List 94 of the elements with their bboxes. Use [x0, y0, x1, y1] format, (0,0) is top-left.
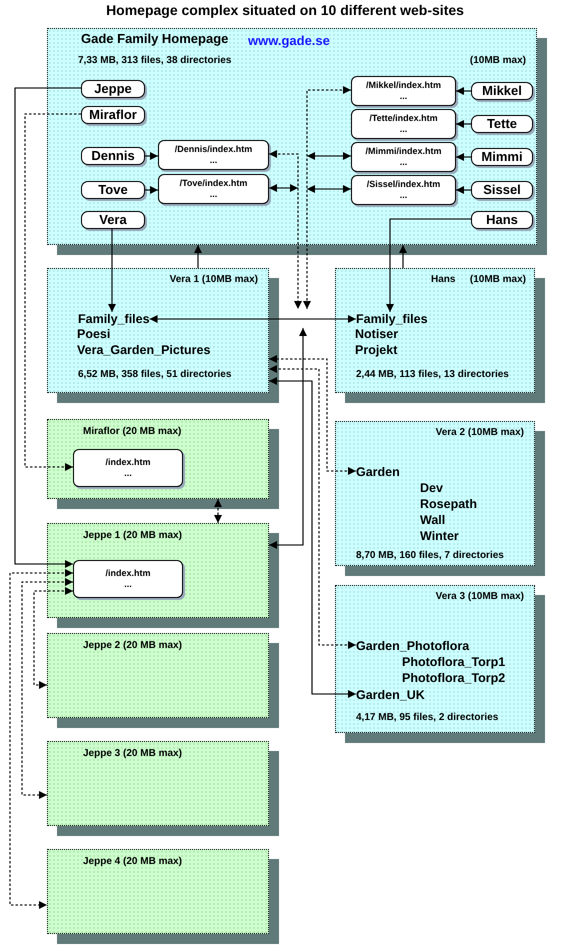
ellipsis-text: ...: [210, 155, 218, 166]
connector-arrow: [9, 569, 73, 909]
page-path: /Mikkel/index.htm: [366, 80, 442, 91]
size-stats: 6,52 MB, 358 files, 51 directories: [78, 369, 232, 381]
connector-arrow: [307, 185, 351, 193]
connector-arrow: [108, 229, 116, 312]
page-box: [158, 174, 269, 204]
panel-title: Vera 2 (10MB max): [436, 427, 524, 439]
connector-arrow: [269, 365, 356, 649]
page-path: /Tette/index.htm: [369, 113, 438, 124]
directory-name: Rosepath: [420, 497, 477, 512]
diagram-title: Homepage complex situated on 10 different web-sites: [105, 2, 465, 19]
connector-arrow: [269, 328, 307, 549]
panel-title: Vera 3 (10MB max): [436, 591, 524, 603]
directory-name: Wall: [420, 513, 446, 528]
connector-arrow: [456, 153, 471, 161]
name-tag: Vera: [81, 211, 145, 229]
size-limit: (10MB max): [470, 274, 526, 286]
name-tag: Jeppe: [81, 80, 145, 98]
ellipsis-text: ...: [124, 468, 132, 479]
page-path: /Dennis/index.htm: [174, 144, 252, 155]
connector-arrow: [14, 87, 81, 568]
directory-name: Garden_UK: [356, 688, 425, 703]
directory-name: Winter: [420, 529, 459, 544]
name-tag: Mikkel: [471, 82, 533, 100]
connector-arrow: [214, 499, 222, 523]
name-tag: Tette: [471, 115, 533, 133]
directory-name: Garden: [356, 465, 400, 480]
connector-arrow: [24, 113, 81, 471]
connector-arrow: [145, 186, 158, 194]
directory-name: Photoflora_Torp2: [402, 671, 506, 686]
ellipsis-text: ...: [400, 91, 408, 102]
ellipsis-text: ...: [400, 157, 408, 168]
page-box: [158, 140, 269, 170]
name-tag: Tove: [81, 181, 145, 199]
directory-name: Dev: [420, 481, 443, 496]
page-box: [351, 109, 456, 139]
directory-name: Vera_Garden_Pictures: [77, 343, 210, 358]
connector-arrow: [386, 218, 471, 312]
ellipsis-text: ...: [400, 124, 408, 135]
directory-name: Garden_Photoflora: [356, 639, 470, 654]
panel-title: Vera 1 (10MB max): [170, 274, 258, 286]
ellipsis-text: ...: [400, 190, 408, 201]
name-tag: Mimmi: [471, 148, 533, 166]
size-stats: 2,44 MB, 113 files, 13 directories: [356, 369, 509, 381]
page-box: [351, 175, 456, 205]
connector-arrow: [145, 152, 158, 160]
ellipsis-text: ...: [124, 579, 132, 590]
name-tag: Hans: [471, 211, 533, 229]
connector-arrow: [399, 245, 407, 268]
connector-arrow: [269, 150, 302, 309]
connector-arrow: [456, 186, 471, 194]
page-box: [351, 76, 456, 106]
size-stats: 4,17 MB, 95 files, 2 directories: [356, 712, 498, 724]
panel-title: Jeppe 3 (20 MB max): [83, 748, 182, 760]
panel-title: Jeppe 1 (20 MB max): [83, 530, 182, 542]
connector-arrow: [150, 315, 356, 323]
directory-name: Photoflora_Torp1: [402, 655, 506, 670]
panel-title: Gade Family Homepage: [81, 31, 228, 47]
directory-name: Projekt: [355, 343, 398, 358]
directory-name: Poesi: [77, 327, 110, 342]
panel-title: Jeppe 4 (20 MB max): [83, 856, 182, 868]
size-limit: (10MB max): [470, 55, 526, 67]
name-tag: Miraflor: [81, 106, 145, 124]
name-tag: Sissel: [471, 181, 533, 199]
connector-arrow: [456, 120, 471, 128]
page-box: [351, 142, 456, 172]
ellipsis-text: ...: [210, 189, 218, 200]
connector-arrow: [21, 578, 73, 799]
connector-arrow: [269, 377, 356, 698]
panel-title: Jeppe 2 (20 MB max): [83, 640, 182, 652]
page-box: [73, 449, 183, 487]
page-path: /Tove/index.htm: [180, 178, 248, 189]
connector-arrow: [33, 587, 73, 689]
directory-name: Family_files: [356, 312, 428, 327]
page-path: /index.htm: [105, 568, 150, 579]
directory-name: Family_files: [78, 312, 150, 327]
website-address: www.gade.se: [248, 33, 330, 49]
directory-name: Notiser: [355, 327, 398, 342]
connector-arrow: [456, 87, 471, 95]
name-tag: Dennis: [81, 147, 145, 165]
page-path: /Sissel/index.htm: [366, 179, 440, 190]
connector-arrow: [307, 152, 351, 160]
page-path: /index.htm: [105, 457, 150, 468]
panel-title: Hans: [431, 274, 456, 286]
connector-arrow: [269, 355, 356, 475]
connector-arrow: [269, 184, 298, 192]
page-path: /Mimmi/index.htm: [365, 146, 442, 157]
page-box: [73, 560, 183, 598]
connector-arrow: [303, 86, 351, 309]
panel-title: Miraflor (20 MB max): [83, 426, 182, 438]
connector-arrow: [194, 245, 202, 268]
size-stats: 7,33 MB, 313 files, 38 directories: [78, 55, 232, 67]
size-stats: 8,70 MB, 160 files, 7 directories: [356, 550, 504, 562]
